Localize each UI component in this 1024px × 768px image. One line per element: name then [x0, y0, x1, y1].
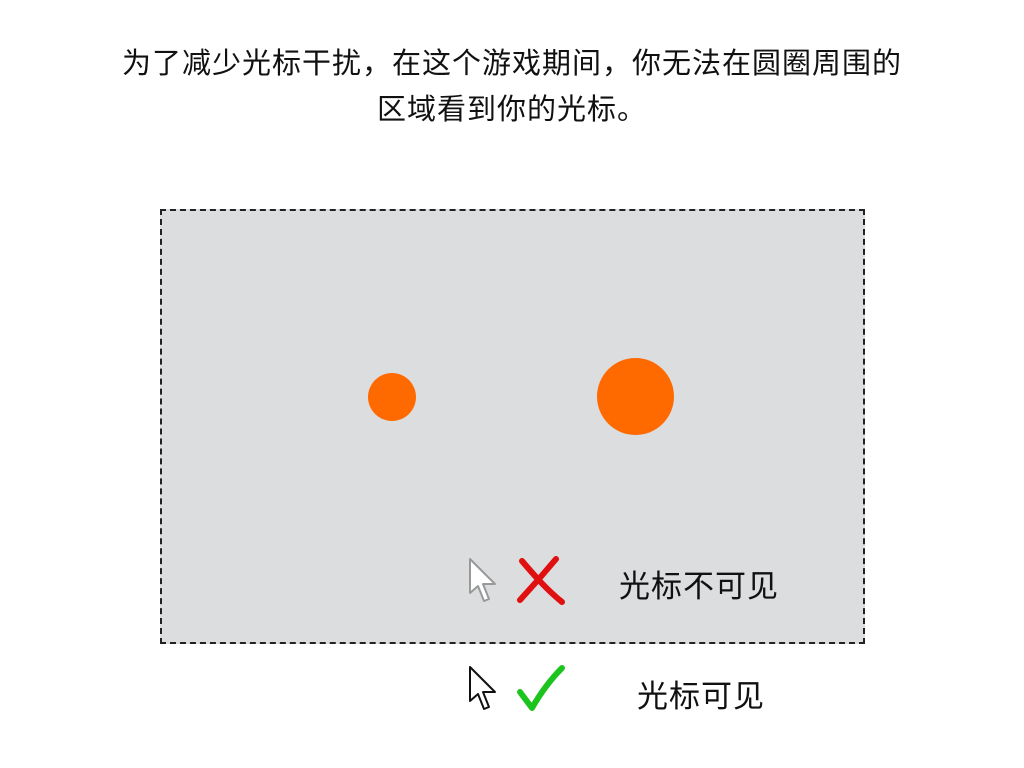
checkmark-icon	[517, 665, 565, 711]
cursor-gray-icon	[469, 558, 496, 602]
cross-stroke-1	[519, 558, 565, 605]
cross-icon	[517, 556, 565, 605]
instruction-text: 为了减少光标干扰，在这个游戏期间，你无法在圆圈周围的 区域看到你的光标。	[60, 40, 964, 132]
large-target-circle[interactable]	[597, 358, 674, 435]
checkmark-stroke	[517, 665, 565, 711]
instruction-line-1: 为了减少光标干扰，在这个游戏期间，你无法在圆圈周围的	[121, 46, 902, 80]
cursor-visible-label: 光标可见	[637, 679, 765, 715]
small-target-circle[interactable]	[368, 373, 416, 421]
cursor-black-icon	[469, 666, 496, 710]
instruction-line-2: 区域看到你的光标。	[376, 92, 647, 126]
cursor-hidden-label: 光标不可见	[619, 569, 779, 605]
cross-stroke-2	[517, 556, 559, 603]
game-area[interactable]	[160, 209, 865, 644]
